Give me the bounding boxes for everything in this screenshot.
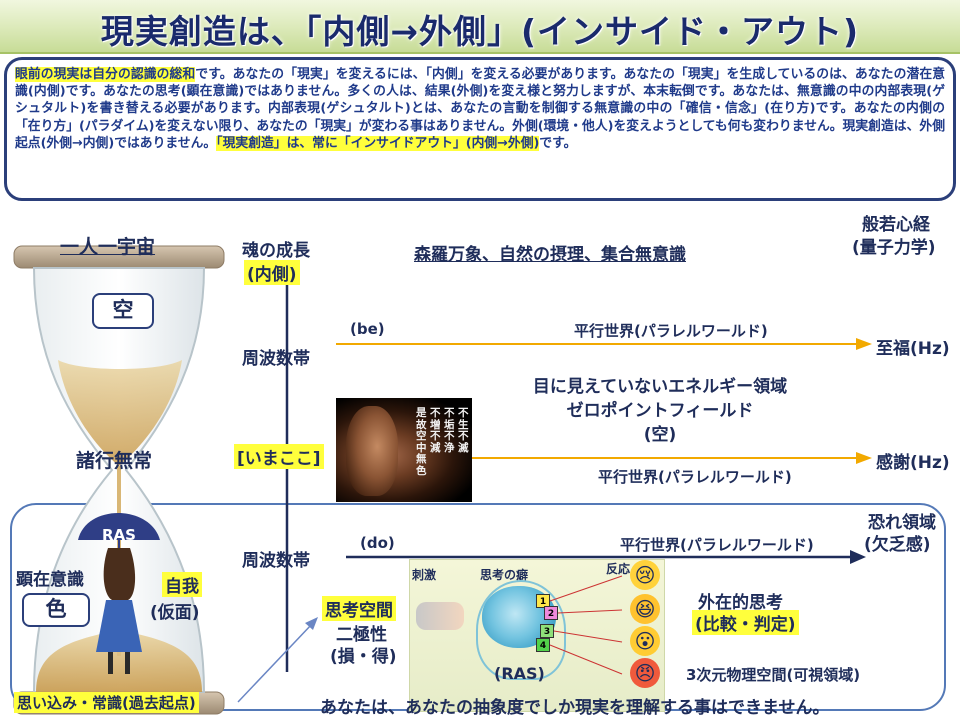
path-number-4: 4 xyxy=(536,638,550,652)
hourglass-top-sand xyxy=(58,360,182,466)
intro-text-1: です。あなたの「現実」を変えるには、「内側」を変える必要があります。あなたの「現… xyxy=(15,67,945,151)
compare-judge-label: (比較・判定) xyxy=(692,610,799,635)
intro-highlight-1: 眼前の現実は自分の認識の総和 xyxy=(15,67,196,82)
soul-growth-label: 魂の成長 xyxy=(242,241,310,261)
frequency-bottom-label: 周波数帯 xyxy=(242,551,310,571)
assumption-label: 思い込み・常識(過去起点) xyxy=(14,692,199,713)
sutra-column-2: 不垢不浄 xyxy=(444,407,455,454)
void-paren-label: (空) xyxy=(643,425,677,445)
universe-label: 一人一宇宙 xyxy=(60,236,156,258)
page-title: 現実創造は、「内側→外側」(インサイド・アウト) xyxy=(100,12,860,51)
form-box: 色 xyxy=(22,593,90,627)
physical-space-label: 3次元物理空間(可視領域) xyxy=(686,666,861,684)
footer-text: あなたは、あなたの抽象度でしか現実を理解する事はできません。 xyxy=(320,698,830,718)
path-number-1: 1 xyxy=(536,594,550,608)
path-number-3: 3 xyxy=(540,624,554,638)
zero-point-label: ゼロポイントフィールド xyxy=(566,401,754,421)
frequency-top-label: 周波数帯 xyxy=(242,349,310,369)
thought-habit-label: 思考の癖 xyxy=(480,568,529,582)
impermanence-label: 諸行無常 xyxy=(76,450,153,472)
intro-box: 眼前の現実は自分の認識の総和です。あなたの「現実」を変えるには、「内側」を変える… xyxy=(4,57,956,201)
ras-connectors xyxy=(549,575,623,675)
crying-face-icon: 😢 xyxy=(630,560,660,590)
parallel-world-1: 平行世界(パラレルワールド) xyxy=(574,322,768,340)
void-box: 空 xyxy=(92,293,154,329)
sutra-column-1: 不生不滅 xyxy=(458,407,469,454)
now-here-label: [いまここ] xyxy=(234,444,324,469)
parallel-world-2: 平行世界(パラレルワールド) xyxy=(598,468,792,486)
reaction-label: 反応 xyxy=(606,562,631,576)
bliss-label: 至福(Hz) xyxy=(876,339,950,359)
ras-diagram: 刺激 思考の癖 反応 1 2 3 4 (RAS) xyxy=(409,559,665,712)
title-banner xyxy=(0,0,960,54)
intro-text-2: です。 xyxy=(539,135,577,151)
loss-gain-label: (損・得) xyxy=(330,647,397,667)
gratitude-label: 感謝(Hz) xyxy=(876,453,950,473)
hourglass-bottom-sand xyxy=(36,630,202,692)
ras-caption: (RAS) xyxy=(494,664,545,683)
pointer-arrow xyxy=(237,623,313,703)
invisible-energy-label: 目に見えていないエネルギー領域 xyxy=(532,377,788,397)
quantum-label: (量子力学) xyxy=(852,238,936,258)
intro-highlight-2: 「現実創造」は、常に「インサイドアウト」(内側→外側) xyxy=(216,135,540,151)
girl-dress xyxy=(96,600,142,652)
conscious-label: 顕在意識 xyxy=(16,570,84,590)
girl-hair xyxy=(103,548,136,600)
heart-sutra-label: 般若心経 xyxy=(862,215,930,235)
ras-umbrella-label: RAS xyxy=(102,526,136,544)
sutra-column-3: 不増不減 xyxy=(430,407,441,454)
umbrella-icon xyxy=(78,513,160,540)
path-number-2: 2 xyxy=(544,606,558,620)
inner-label: (内側) xyxy=(244,260,300,285)
parallel-world-3: 平行世界(パラレルワールド) xyxy=(620,536,814,554)
cosmos-label: 森羅万象、自然の摂理、集合無意識 xyxy=(414,245,686,265)
lack-label: (欠乏感) xyxy=(864,535,931,555)
thought-space-label: 思考空間 xyxy=(322,596,396,621)
fear-label: 恐れ領域 xyxy=(868,513,936,533)
head-outline xyxy=(476,580,566,680)
do-label: (do) xyxy=(360,534,395,552)
buddha-face xyxy=(346,406,398,496)
surprised-face-icon: 😮 xyxy=(630,626,660,656)
be-label: (be) xyxy=(350,320,385,338)
mask-label: (仮面) xyxy=(150,603,200,623)
external-thinking-label: 外在的思考 xyxy=(698,593,783,613)
hand-icon xyxy=(416,602,464,630)
stimulus-label: 刺激 xyxy=(412,568,437,582)
duality-label: 二極性 xyxy=(336,625,387,645)
angry-face-icon: 😠 xyxy=(630,658,660,688)
laughing-face-icon: 😆 xyxy=(630,594,660,624)
sutra-column-4: 是故空中無色 xyxy=(416,407,427,477)
ego-label: 自我 xyxy=(162,572,202,597)
buddha-image: 不生不滅 不垢不浄 不増不減 是故空中無色 xyxy=(336,398,472,502)
